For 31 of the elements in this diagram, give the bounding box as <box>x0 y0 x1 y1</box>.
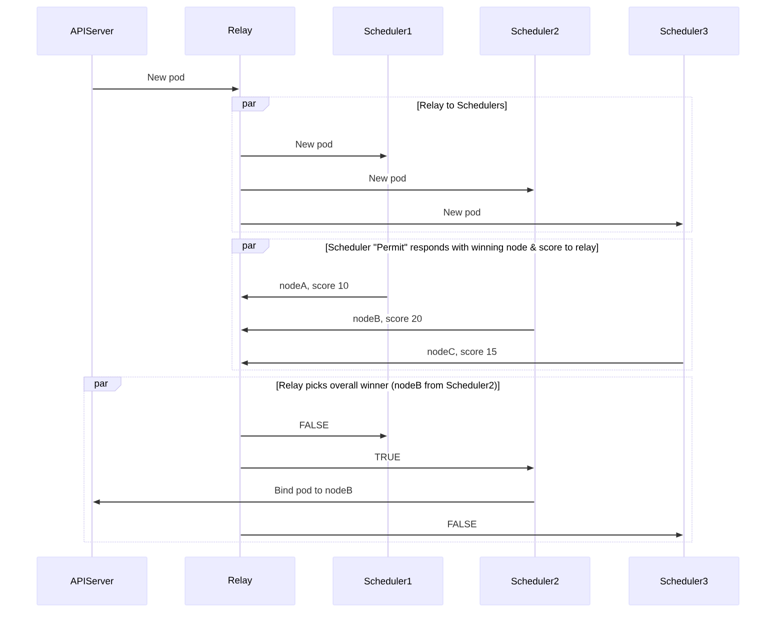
message-label: FALSE <box>298 420 330 430</box>
message-label: nodeB, score 20 <box>352 314 424 324</box>
participant-box: Scheduler3 <box>628 556 740 606</box>
participant-box: Relay <box>184 556 296 606</box>
frame-title: [Relay picks overall winner (nodeB from Scheduler2)] <box>275 380 501 392</box>
participant-box: Scheduler2 <box>480 6 590 56</box>
lifeline <box>683 55 685 557</box>
frame-title: [Relay to Schedulers] <box>416 100 508 112</box>
lifeline <box>239 55 241 557</box>
participant-box: Scheduler1 <box>332 556 444 606</box>
participant-box: Scheduler2 <box>480 556 590 606</box>
message-label: New pod <box>294 140 334 150</box>
participant-box: Scheduler1 <box>332 6 444 56</box>
par-tag: par <box>84 376 122 392</box>
frame-title: [Scheduler "Permit" responds with winning node & score to relay] <box>324 242 600 254</box>
message-label: New pod <box>368 174 408 184</box>
participant-box: Scheduler3 <box>628 6 740 56</box>
message-label: Bind pod to nodeB <box>273 486 354 496</box>
par-tag: par <box>232 238 270 254</box>
lifeline <box>91 55 93 557</box>
message-label: nodeC, score 15 <box>426 346 498 358</box>
message-label: New pod <box>146 72 186 84</box>
lifeline <box>534 55 536 557</box>
message-label: New pod <box>442 208 482 218</box>
message-label: TRUE <box>374 452 402 462</box>
participant-box: Relay <box>184 6 296 56</box>
message-label: FALSE <box>446 520 478 528</box>
message-label: nodeA, score 10 <box>278 280 350 292</box>
participant-box: APIServer <box>36 6 148 56</box>
participant-box: APIServer <box>36 556 148 606</box>
par-tag: par <box>232 96 270 112</box>
